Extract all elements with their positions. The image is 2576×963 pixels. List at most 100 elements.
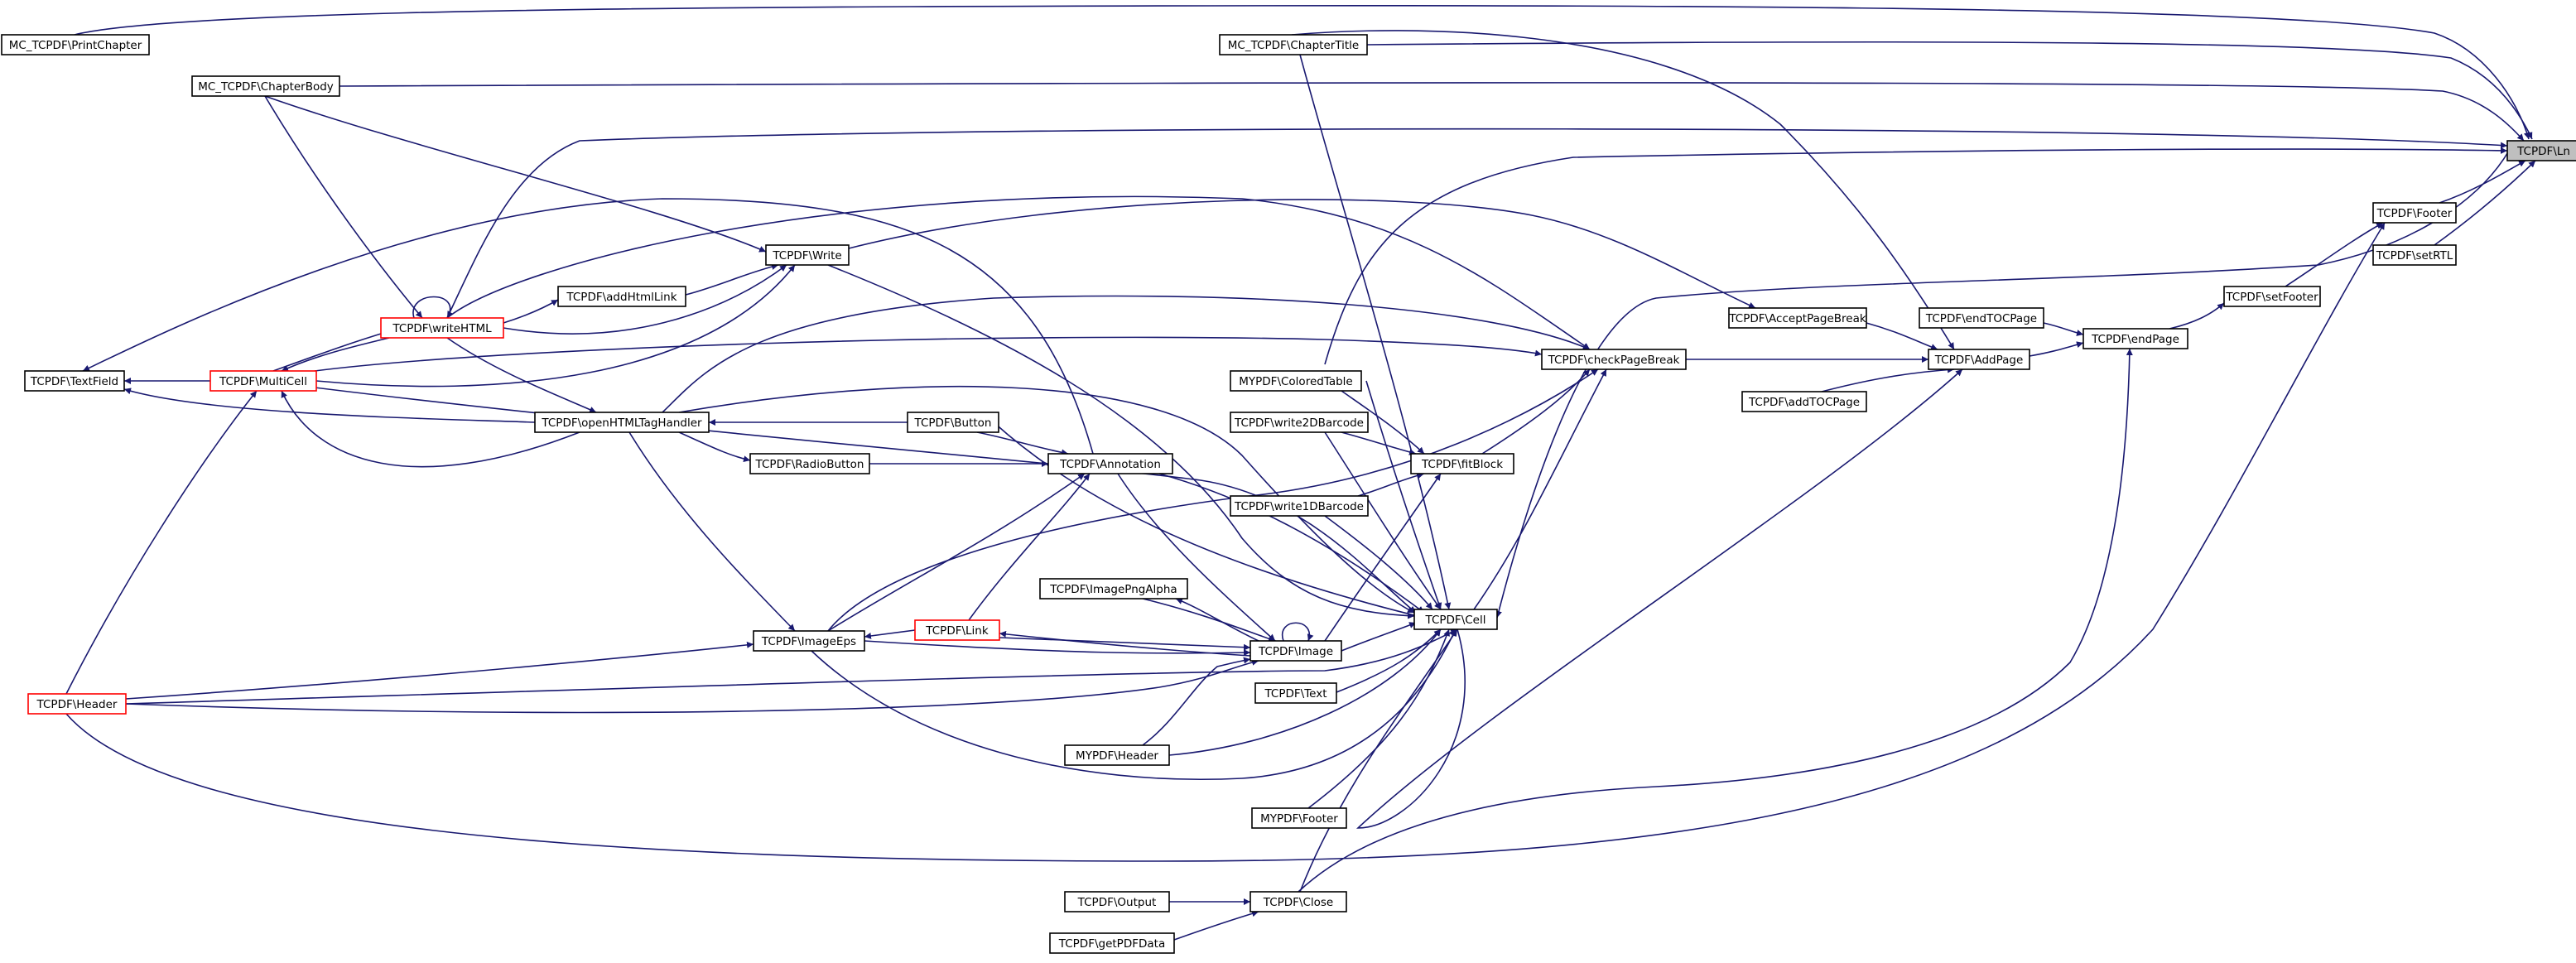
edges <box>65 4 2536 941</box>
edge-openHTMLTagHandler-to-multiCell <box>281 390 580 468</box>
node-box <box>1249 640 1342 662</box>
node-imagePngAlpha[interactable]: TCPDF\ImagePngAlpha <box>1039 578 1188 599</box>
edge-setFooter-to-footer <box>2285 222 2384 287</box>
edge-writeHTML-to-writeHTML <box>412 296 454 319</box>
node-box <box>557 286 686 307</box>
edge-annotation-to-textField <box>82 198 1094 455</box>
edge-image-to-cell <box>1341 622 1417 652</box>
node-text[interactable]: TCPDF\Text <box>1254 682 1337 704</box>
node-getPDFData[interactable]: TCPDF\getPDFData <box>1049 932 1175 954</box>
node-acceptPageBreak[interactable]: TCPDF\AcceptPageBreak <box>1728 307 1867 329</box>
node-output[interactable]: TCPDF\Output <box>1064 891 1170 912</box>
node-box <box>1249 891 1347 912</box>
edge-imagePngAlpha-to-image <box>1142 598 1276 643</box>
edge-coloredTable-to-fitBlock <box>1341 390 1425 455</box>
node-setFooter[interactable]: TCPDF\setFooter <box>2223 286 2321 307</box>
edge-write1DBarcode-to-fitBlock <box>1357 472 1425 497</box>
edge-openHTMLTagHandler-to-imageEps <box>628 431 796 632</box>
node-imageEps[interactable]: TCPDF\ImageEps <box>753 630 865 652</box>
edge-writeHTML-to-openHTMLTagHandler <box>446 337 597 413</box>
node-label: TCPDF\write2DBarcode <box>1234 416 1364 430</box>
node-box <box>1230 495 1369 517</box>
edge-annotation-to-image <box>1117 473 1276 642</box>
edge-openHTMLTagHandler-to-checkPageBreak <box>662 295 1591 413</box>
edge-writeHTML-to-multiCell <box>281 337 390 372</box>
node-label: TCPDF\fitBlock <box>1421 458 1503 471</box>
node-box <box>1410 453 1514 474</box>
node-ln[interactable]: TCPDF\Ln <box>2506 140 2576 161</box>
node-label: TCPDF\Ln <box>2516 145 2570 158</box>
node-coloredTable[interactable]: MYPDF\ColoredTable <box>1230 370 1362 392</box>
node-addHtmlLink[interactable]: TCPDF\addHtmlLink <box>557 286 686 307</box>
node-fitBlock[interactable]: TCPDF\fitBlock <box>1410 453 1514 474</box>
node-write[interactable]: TCPDF\Write <box>765 244 850 266</box>
edge-addHtmlLink-to-write <box>685 263 779 296</box>
node-box <box>765 244 850 266</box>
node-footer[interactable]: TCPDF\Footer <box>2372 202 2457 224</box>
node-close[interactable]: TCPDF\Close <box>1249 891 1347 912</box>
edge-imageEps-to-annotation <box>827 473 1086 632</box>
node-write2DBarcode[interactable]: TCPDF\write2DBarcode <box>1230 412 1369 433</box>
node-label: MYPDF\Footer <box>1260 812 1338 826</box>
node-box <box>24 370 125 392</box>
edge-chapterTitle-to-ln <box>1366 41 2533 140</box>
node-box <box>749 453 870 474</box>
node-writeHTML[interactable]: TCPDF\writeHTML <box>380 317 504 339</box>
edge-close-to-endPage <box>1298 348 2133 893</box>
node-label: MYPDF\Header <box>1076 749 1158 763</box>
node-link[interactable]: TCPDF\Link <box>914 619 1000 641</box>
node-addPage[interactable]: TCPDF\AddPage <box>1928 349 2030 370</box>
node-box <box>753 630 865 652</box>
edge-write2DBarcode-to-cell <box>1324 431 1442 610</box>
node-label: MC_TCPDF\ChapterBody <box>198 80 334 94</box>
node-endPage[interactable]: TCPDF\endPage <box>2082 328 2188 349</box>
node-box <box>1064 744 1170 766</box>
node-label: TCPDF\Cell <box>1425 614 1486 627</box>
node-label: TCPDF\addHtmlLink <box>566 291 677 304</box>
node-openHTMLTagHandler[interactable]: TCPDF\openHTMLTagHandler <box>534 412 710 433</box>
node-checkPageBreak[interactable]: TCPDF\checkPageBreak <box>1541 349 1687 370</box>
node-box <box>1928 349 2030 370</box>
node-box <box>1251 807 1347 829</box>
node-setRTL[interactable]: TCPDF\setRTL <box>2372 244 2457 266</box>
node-box <box>2082 328 2188 349</box>
node-radioButton[interactable]: TCPDF\RadioButton <box>749 453 870 474</box>
node-endTOCPage[interactable]: TCPDF\endTOCPage <box>1919 307 2044 329</box>
node-write1DBarcode[interactable]: TCPDF\write1DBarcode <box>1230 495 1369 517</box>
node-label: TCPDF\setFooter <box>2225 291 2318 304</box>
node-box <box>1919 307 2044 329</box>
node-label: TCPDF\openHTMLTagHandler <box>541 416 702 430</box>
node-multiCell[interactable]: TCPDF\MultiCell <box>209 370 317 392</box>
edge-multiCell-to-write <box>315 264 796 388</box>
node-header[interactable]: TCPDF\Header <box>27 693 127 715</box>
node-annotation[interactable]: TCPDF\Annotation <box>1047 453 1173 474</box>
edge-write-to-cell <box>827 264 1415 619</box>
node-chapterTitle[interactable]: MC_TCPDF\ChapterTitle <box>1219 34 1368 55</box>
node-box <box>1230 370 1362 392</box>
node-label: TCPDF\Close <box>1263 896 1334 909</box>
node-label: TCPDF\Annotation <box>1059 458 1161 471</box>
node-mypdfHeader[interactable]: MYPDF\Header <box>1064 744 1170 766</box>
edge-openHTMLTagHandler-to-textField <box>123 388 536 423</box>
edge-write-to-acceptPageBreak <box>848 199 1756 309</box>
node-box <box>2506 140 2576 161</box>
node-label: MC_TCPDF\ChapterTitle <box>1228 39 1359 52</box>
edge-link-to-imageEps <box>864 629 916 639</box>
edge-multiCell-to-checkPageBreak <box>314 336 1543 372</box>
node-chapterBody[interactable]: MC_TCPDF\ChapterBody <box>191 75 340 97</box>
edge-endPage-to-setFooter <box>2169 302 2225 330</box>
edge-openHTMLTagHandler-to-radioButton <box>678 431 751 463</box>
node-label: MC_TCPDF\PrintChapter <box>9 39 142 52</box>
node-image[interactable]: TCPDF\Image <box>1249 640 1342 662</box>
edge-write2DBarcode-to-fitBlock <box>1341 431 1417 455</box>
node-textField[interactable]: TCPDF\TextField <box>24 370 125 392</box>
node-printChapter[interactable]: MC_TCPDF\PrintChapter <box>1 34 150 55</box>
node-button[interactable]: TCPDF\Button <box>907 412 999 433</box>
edge-writeHTML-to-addHtmlLink <box>503 299 559 324</box>
node-label: TCPDF\ImageEps <box>761 635 856 648</box>
node-mypdfFooter[interactable]: MYPDF\Footer <box>1251 807 1347 829</box>
node-box <box>2372 244 2457 266</box>
node-cell[interactable]: TCPDF\Cell <box>1413 609 1498 630</box>
node-label: TCPDF\TextField <box>30 375 118 388</box>
node-addTOCPage[interactable]: TCPDF\addTOCPage <box>1741 391 1867 412</box>
